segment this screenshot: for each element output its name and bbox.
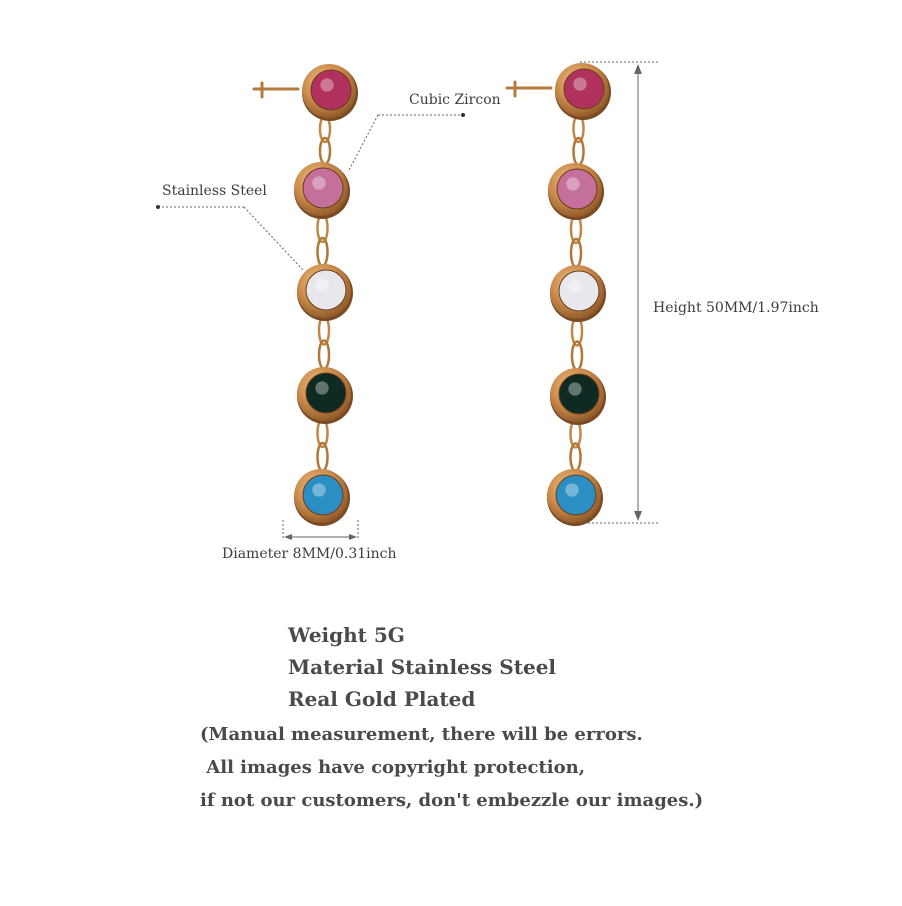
spec-weight: Weight 5G (288, 623, 405, 647)
gemstone (302, 474, 344, 516)
stainless-steel-leader-diag (243, 206, 304, 271)
notice-line-1: (Manual measurement, there will be error… (200, 724, 643, 745)
notice-line-3: if not our customers, don't embezzle our… (200, 790, 704, 811)
gemstone (310, 69, 352, 111)
diameter-label: Diameter 8MM/0.31inch (222, 546, 397, 562)
gemstone-highlight (315, 381, 329, 395)
notice-line-2: All images have copyright protection, (200, 757, 585, 778)
gemstone (558, 373, 600, 415)
gemstone-highlight (565, 483, 579, 497)
spec-plating: Real Gold Plated (288, 687, 476, 711)
gemstone-highlight (568, 382, 582, 396)
gemstone (305, 269, 347, 311)
gemstone-highlight (315, 278, 329, 292)
height-arrow-head-top (634, 64, 642, 74)
gemstone (555, 474, 597, 516)
diameter-arrow-head-right (349, 534, 357, 540)
gemstone (556, 168, 598, 210)
gemstone-highlight (312, 483, 326, 497)
stainless-steel-label: Stainless Steel (162, 183, 267, 199)
gemstone (558, 270, 600, 312)
diameter-arrow-head-left (284, 534, 292, 540)
gemstone (302, 167, 344, 209)
annotation-lines (156, 61, 660, 540)
gemstone-highlight (320, 78, 334, 92)
gemstone (563, 68, 605, 110)
gemstone-highlight (566, 177, 580, 191)
gemstone-highlight (312, 176, 326, 190)
gemstone-highlight (568, 279, 582, 293)
earring-left (252, 64, 358, 526)
gemstone-highlight (573, 77, 587, 91)
stainless-steel-dot (156, 205, 160, 209)
spec-material: Material Stainless Steel (288, 655, 557, 679)
earring-right (505, 63, 611, 526)
height-label: Height 50MM/1.97inch (653, 300, 819, 316)
height-arrow-head-bottom (634, 511, 642, 521)
cubic-zircon-leader-diag (347, 114, 379, 173)
cubic-zircon-dot (461, 113, 465, 117)
cubic-zircon-label: Cubic Zircon (409, 92, 501, 108)
gemstone (305, 372, 347, 414)
